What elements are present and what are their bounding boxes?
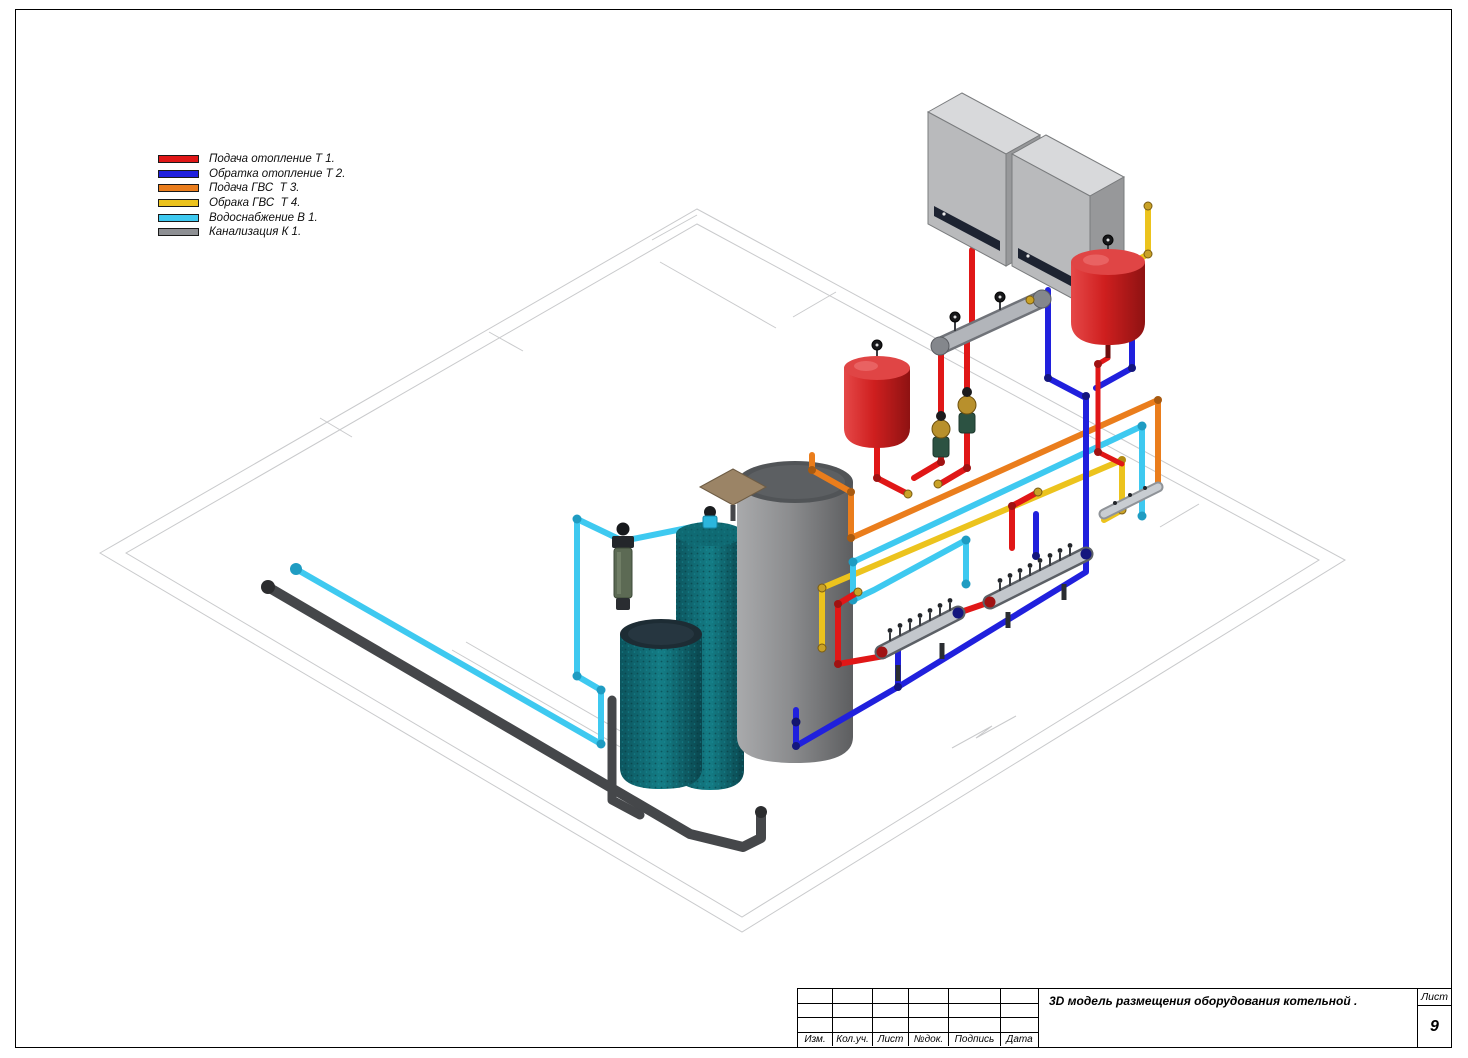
titleblock-cell (832, 989, 872, 1004)
sheet-box: Лист 9 (1417, 989, 1451, 1047)
legend-swatch-dhw-supply (158, 184, 199, 193)
legend-item-heating-return: Обратка отопление Т 2. (158, 167, 345, 182)
circulation-pump-2 (957, 387, 977, 434)
titleblock-cell (832, 1003, 872, 1018)
legend-item-dhw-supply: Подача ГВС Т 3. (158, 181, 345, 196)
expansion-tank-secondary (844, 339, 910, 448)
titleblock-cell (908, 1017, 948, 1032)
titleblock-cell (948, 1017, 1000, 1032)
tank-top-bracket (698, 468, 768, 506)
circulation-pump-1 (931, 411, 951, 458)
legend-item-heating-supply: Подача отопление Т 1. (158, 152, 345, 167)
titleblock-cell (948, 989, 1000, 1004)
water-filter (612, 522, 634, 610)
titleblock-cell (872, 1017, 908, 1032)
titleblock-cell (872, 989, 908, 1004)
titleblock-cell (908, 1003, 948, 1018)
titleblock-cell (872, 1003, 908, 1018)
titleblock-cell (832, 1017, 872, 1032)
sewage-pipe (261, 580, 767, 852)
buffer-tank (698, 461, 853, 763)
distribution-manifold-small (1098, 481, 1164, 520)
titleblock-cell (798, 1017, 832, 1031)
titleblock-cell (798, 989, 832, 1003)
titleblock-col-6: Дата (1000, 1031, 1038, 1046)
tank-drain-valve (791, 717, 801, 727)
softener-tank-small (620, 619, 702, 789)
titleblock-col-4: №док. (908, 1031, 948, 1046)
sheet-frame (15, 9, 1452, 1048)
legend-label-sewage: Канализация К 1. (209, 226, 302, 239)
boiler-control-panel (1018, 248, 1084, 293)
titleblock-cell (1000, 1017, 1038, 1032)
water-supply-pipes-right (848, 421, 1147, 605)
legend-swatch-sewage (158, 228, 199, 237)
legend-swatch-water-supply (158, 213, 199, 222)
softener-control-valve (704, 506, 716, 518)
legend-label-dhw-supply: Подача ГВС Т 3. (209, 182, 300, 195)
legend: Подача отопление Т 1.Обратка отопление Т… (158, 152, 345, 240)
titleblock-cell (1000, 989, 1038, 1004)
floor-plan (99, 208, 1346, 933)
legend-label-heating-return: Обратка отопление Т 2. (209, 167, 346, 180)
distribution-manifold-right (982, 543, 1094, 628)
legend-swatch-dhw-return (158, 199, 199, 208)
sheet-label: Лист (1418, 989, 1451, 1006)
distribution-manifold-left (874, 598, 966, 681)
boiler-control-panel (934, 206, 1000, 251)
legend-label-water-supply: Водоснабжение В 1. (209, 211, 318, 224)
legend-swatch-heating-return (158, 169, 199, 178)
titleblock-col-3: Лист (872, 1031, 908, 1046)
legend-label-heating-supply: Подача отопление Т 1. (209, 153, 335, 166)
expansion-tank-main (1071, 234, 1145, 358)
titleblock-cell (798, 1003, 832, 1017)
legend-swatch-heating-supply (158, 155, 199, 164)
hydraulic-separator (930, 289, 1052, 356)
titleblock-cell (948, 1003, 1000, 1018)
titleblock-cell (908, 989, 948, 1004)
legend-item-water-supply: Водоснабжение В 1. (158, 210, 345, 225)
legend-item-dhw-return: Обрака ГВС Т 4. (158, 196, 345, 211)
titleblock-cell (1000, 1003, 1038, 1018)
legend-label-dhw-return: Обрака ГВС Т 4. (209, 197, 301, 210)
titleblock-col-5: Подпись (948, 1031, 1000, 1046)
titleblock-col-2: Кол.уч. (832, 1031, 872, 1046)
drawing-title: 3D модель размещения оборудования котель… (1038, 989, 1417, 1047)
brass-valves (853, 295, 1043, 597)
legend-item-sewage: Канализация К 1. (158, 225, 345, 240)
titleblock-col-1: Изм. (798, 1031, 832, 1046)
sheet-number: 9 (1430, 1017, 1439, 1035)
